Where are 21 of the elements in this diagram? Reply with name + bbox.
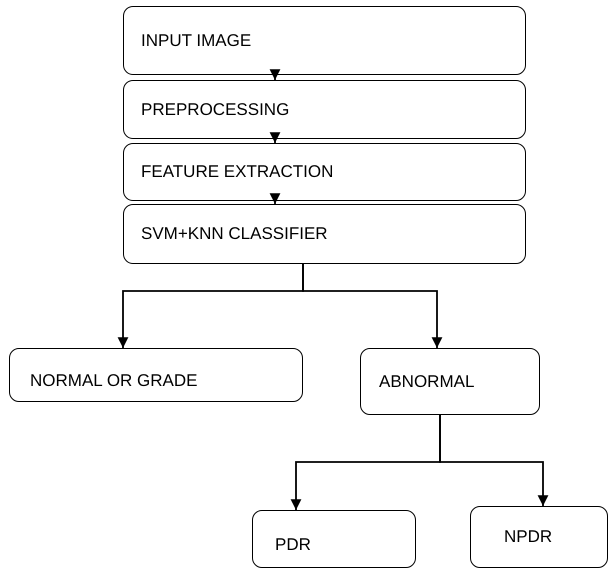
box-label: ABNORMAL: [379, 372, 474, 392]
arrow: [270, 69, 280, 80]
process-box: [123, 80, 526, 139]
box-label: FEATURE EXTRACTION: [141, 162, 334, 182]
arrow: [439, 415, 548, 506]
process-box: [123, 143, 526, 201]
box-label: SVM+KNN CLASSIFIER: [141, 224, 328, 244]
process-box: [123, 204, 526, 264]
box-label: NPDR: [504, 527, 552, 547]
process-box: [9, 348, 303, 402]
process-box: [252, 510, 416, 568]
process-box: [470, 506, 608, 568]
arrow: [302, 264, 442, 348]
box-label: PDR: [275, 535, 311, 555]
box-label: NORMAL OR GRADE: [30, 371, 198, 391]
box-label: PREPROCESSING: [141, 100, 290, 120]
box-label: INPUT IMAGE: [141, 30, 252, 50]
arrow: [270, 193, 280, 204]
process-box: [360, 348, 540, 415]
process-box: [123, 6, 526, 75]
arrow: [270, 132, 280, 143]
